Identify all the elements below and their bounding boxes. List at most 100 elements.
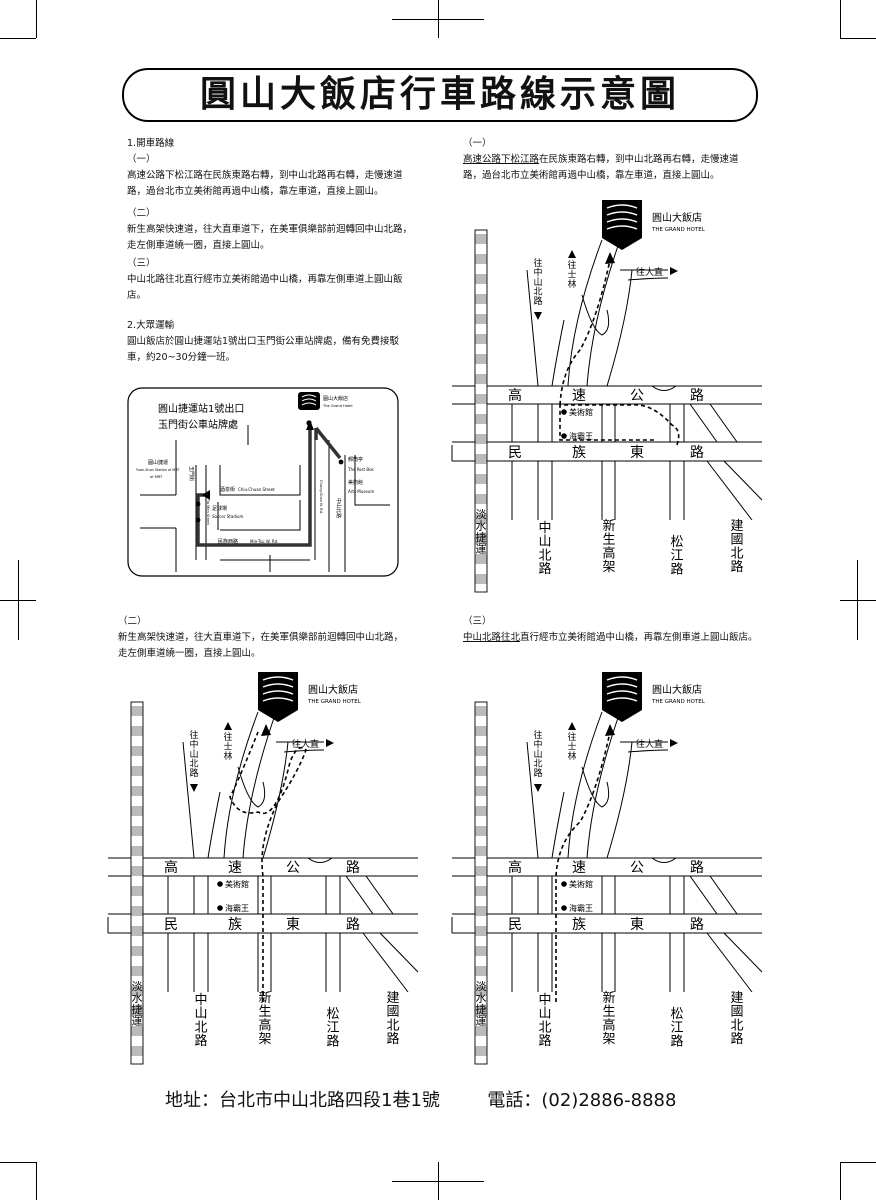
hotel-logo-icon (258, 672, 298, 722)
station-label: 圓山捷運站1號出口 (158, 402, 244, 415)
hotel-logo-icon (602, 200, 642, 250)
hotel-name-cn: 圓山大飯店 (323, 395, 348, 402)
route-arrow-icon (605, 724, 615, 736)
route-label: （二） (127, 208, 156, 219)
stop-marker-icon (306, 420, 312, 426)
stop-marker-icon (338, 459, 344, 465)
landmark-label: 美術館 (569, 407, 593, 417)
arrow-down-icon (534, 312, 542, 320)
route-map-panel: 圓山大飯店THE GRAND HOTEL往士林往中山北路往大直高速公路民族東路淡… (451, 200, 763, 593)
route-description: 直行經市立美術館過中山橋，再靠左側車道上圓山飯店。 (520, 632, 758, 643)
crop-mark (0, 1162, 36, 1163)
hotel-logo-icon (602, 672, 642, 722)
mrt-label-en: Yuan-Shan Station of MRT (136, 468, 180, 472)
road-label-jianguo: 建國北路 (386, 991, 399, 1047)
page-title: 圓山大飯店行車路線示意圖 (199, 74, 680, 115)
route-label: （二） (118, 616, 147, 627)
route-map-panel: 圓山大飯店THE GRAND HOTEL往士林往中山北路往大直高速公路民族東路淡… (107, 672, 419, 1065)
arrow-right-icon (326, 739, 334, 747)
transit-description: 圓山飯店於圓山捷運站1號出口玉門街公車站牌處，備有免費接駁車，約20~30分鐘一… (127, 336, 400, 363)
route-description: 高速公路下松江路在民族東路右轉，到中山北路再右轉，走慢速道路，過台北市立美術館再… (127, 170, 403, 197)
arrow-right-icon (670, 739, 678, 747)
landmark-label: 海霸王 (225, 903, 249, 913)
route-path (555, 731, 611, 1002)
road-label-xinsheng: 新生高架 (602, 990, 615, 1047)
hotel-name-en: The Grand Hotel (322, 404, 353, 408)
road-label-highway: 速 (572, 388, 586, 404)
route-description: 在民族東路右轉，到中山北路再右轉，走慢速道 (539, 154, 739, 165)
landmark-label: 美術館 (569, 879, 593, 889)
street-label-en: Yu Men Street (206, 500, 210, 525)
arrow-up-icon (568, 250, 576, 258)
direction-label: 往大直 (636, 738, 663, 750)
crop-mark (840, 600, 876, 601)
crop-mark (392, 19, 484, 20)
direction-label: 往士林 (567, 731, 576, 762)
map-roads (107, 711, 419, 993)
arrow-down-icon (534, 784, 542, 792)
footer: 地址：台北市中山北路四段1巷1號 電話：(02)2886-8888 (165, 1089, 676, 1113)
direction-label: 往士林 (223, 731, 232, 762)
route-map-panel: 圓山大飯店THE GRAND HOTEL往士林往中山北路往大直高速公路民族東路淡… (451, 672, 763, 1065)
street-label-cn: 民族西路 (218, 538, 238, 545)
crop-mark (36, 0, 37, 38)
road-label-minzu: 路 (346, 917, 360, 933)
street-label-en: Chiu-Chuan Street (238, 487, 275, 492)
route-arrow-icon (261, 724, 271, 736)
road-label-minzu: 東 (630, 917, 644, 933)
road-label-songjiang: 松江路 (326, 1007, 339, 1049)
crop-mark (840, 1162, 841, 1200)
landmark-marker-icon (561, 881, 567, 887)
direction-label: 往大直 (636, 266, 663, 278)
road-label-minzu: 民 (508, 445, 522, 461)
landmark-marker-icon (561, 433, 567, 439)
road-label-highway: 路 (690, 388, 704, 404)
road-label-zhongshan: 中山北路 (538, 993, 551, 1049)
road-label-minzu: 東 (286, 917, 300, 933)
road-label-xinsheng: 新生高架 (258, 990, 271, 1047)
road-label-minzu: 族 (572, 445, 586, 461)
road-label-minzu: 東 (630, 445, 644, 461)
road-label-highway: 公 (630, 388, 644, 404)
road-label-highway: 公 (286, 860, 300, 876)
arrow-up-icon (568, 722, 576, 730)
route-path (559, 259, 680, 446)
road-label-highway: 公 (630, 860, 644, 876)
place-label-cn: 美術館 (348, 479, 363, 486)
street-label-cn: 中山北路 (335, 498, 342, 518)
route-label: （一） (127, 154, 156, 165)
route-label: （一） (463, 138, 492, 149)
place-label-en: Soccer Stadium (212, 514, 244, 519)
crop-mark (392, 1181, 484, 1182)
hotel-name-cn: 圓山大飯店 (308, 683, 358, 696)
direction-label: 往大直 (292, 738, 319, 750)
route2-caption: （二） 新生高架快速道，往大直車道下，在美軍俱樂部前迴轉回中山北路， 走左側車道… (118, 614, 428, 662)
crop-mark (840, 1162, 876, 1163)
hotel-name-cn: 圓山大飯店 (652, 683, 702, 696)
section-heading-driving: 1.開車路線 (127, 138, 175, 149)
route-description: 新生高架快速道，往大直車道下，在美軍俱樂部前迴轉回中山北路， (118, 632, 404, 643)
direction-label: 往中山北路 (533, 257, 542, 307)
place-label-en: Arts Museum (348, 489, 374, 494)
road-label-highway: 路 (346, 860, 360, 876)
transit-map-frame (127, 387, 399, 577)
route-highlight: 中山北路往北 (463, 632, 521, 643)
route-label: （三） (463, 616, 492, 627)
road-label-highway: 速 (228, 860, 242, 876)
street-label-en: Chung-Shan N. Rd. (319, 480, 323, 514)
route-highlight: 高速公路下松江路 (463, 154, 540, 165)
route-description: 路，過台北市立美術館再過中山橋，靠左車道，直接上圓山。 (463, 170, 720, 181)
landmark-label: 海霸王 (569, 431, 593, 441)
crop-mark (840, 0, 841, 38)
section-heading-transit: 2.大眾運輸 (127, 320, 175, 331)
road-label-tamsui: 淡水捷運 (476, 508, 487, 556)
route-description: 走左側車道繞一圈，直接上圓山。 (118, 648, 261, 659)
road-label-songjiang: 松江路 (670, 535, 683, 577)
street-label-en: Min-Tsu W. Rd. (250, 539, 278, 544)
route-arrow-icon (202, 490, 210, 500)
road-label-highway: 路 (690, 860, 704, 876)
road-label-highway: 高 (508, 387, 522, 404)
arrow-down-icon (190, 784, 198, 792)
road-label-jianguo: 建國北路 (730, 519, 743, 575)
